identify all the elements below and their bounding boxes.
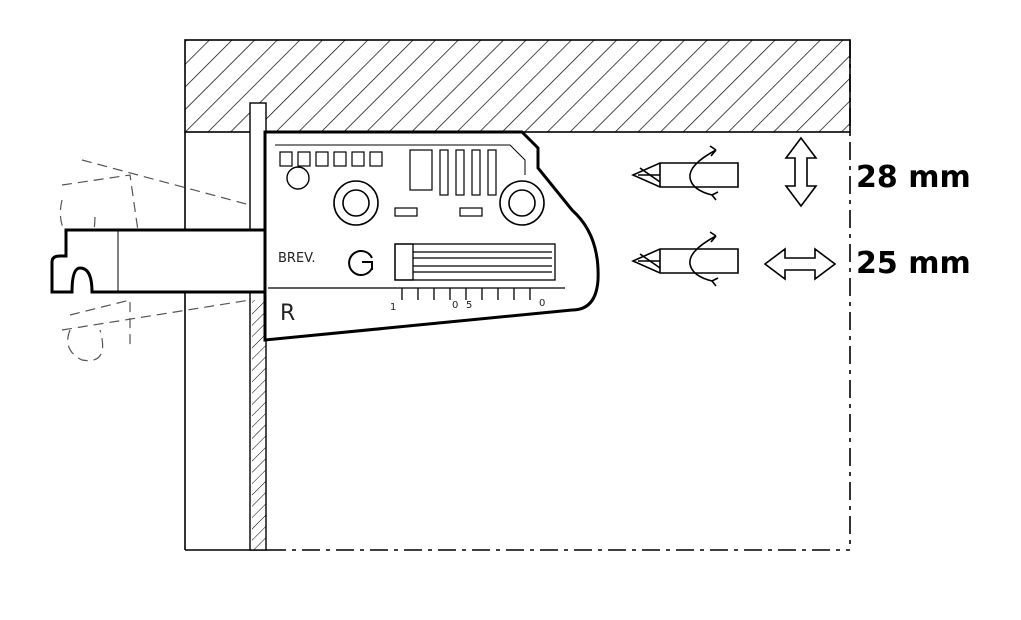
vertical-adjustment-label: 28 mm <box>856 160 971 195</box>
double-arrow-vertical-icon <box>784 136 818 208</box>
hinge-mounting-plate: BREV. R 1 0 5 0 <box>263 130 600 342</box>
slide-rail <box>394 243 556 281</box>
adjustment-cam-symbol <box>348 250 373 276</box>
scale-mark-3: 5 <box>466 300 472 311</box>
cabinet-top-panel <box>184 39 851 133</box>
scale-mark-1: 1 <box>390 302 396 313</box>
screwdriver-vertical-adjust-icon <box>631 145 739 201</box>
adjustment-scale <box>268 287 565 300</box>
part-marking-brev: BREV. <box>278 251 316 266</box>
double-arrow-horizontal-icon <box>763 247 837 281</box>
hinge-arm <box>50 228 267 294</box>
part-marking-r: R <box>280 301 295 326</box>
scale-mark-4: 0 <box>539 298 545 309</box>
scale-mark-2: 0 <box>452 300 458 311</box>
horizontal-adjustment-label: 25 mm <box>856 246 971 281</box>
mounting-screw-right <box>499 180 545 226</box>
mounting-screw-left <box>333 180 379 226</box>
screwdriver-horizontal-adjust-icon <box>631 231 739 287</box>
